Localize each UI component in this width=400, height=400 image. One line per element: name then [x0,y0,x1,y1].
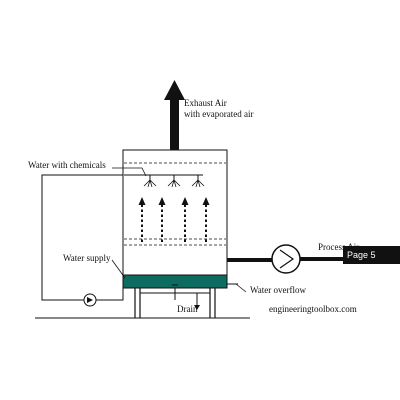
air-flow-arrow [158,197,166,242]
process-pipe-out [300,257,350,261]
water-chemicals-label: Water with chemicals [28,160,106,170]
exhaust-label-line1: Exhaust Air [184,98,227,108]
page-tag-label: Page 5 [347,250,376,260]
process-pipe [227,258,273,262]
water-supply-label: Water supply [63,253,111,263]
water-supply-leader [111,259,126,279]
water-overflow-leader [235,283,247,293]
recirculation-pipe [41,174,124,301]
process-air-label: Process Air [318,242,359,252]
exhaust-arrow [164,80,185,152]
water-basin [122,274,228,289]
tower-body [122,149,228,276]
air-flow-arrow [202,197,210,242]
page-tag[interactable] [343,246,400,264]
process-pump-icon [271,244,301,274]
water-chemicals-leader [112,167,147,177]
air-flow-arrow [181,197,189,242]
source-label: engineeringtoolbox.com [269,304,357,314]
drain-label: Drain [177,304,198,314]
recirculation-pump-icon [83,293,97,307]
water-overflow-label: Water overflow [250,285,307,295]
spray-nozzle [191,175,205,188]
exhaust-label-line2: with evaporated air [184,109,253,119]
spray-nozzle [143,175,157,188]
spray-nozzle [167,175,181,188]
drain-pipe [140,284,210,310]
air-flow-arrow [138,197,146,242]
